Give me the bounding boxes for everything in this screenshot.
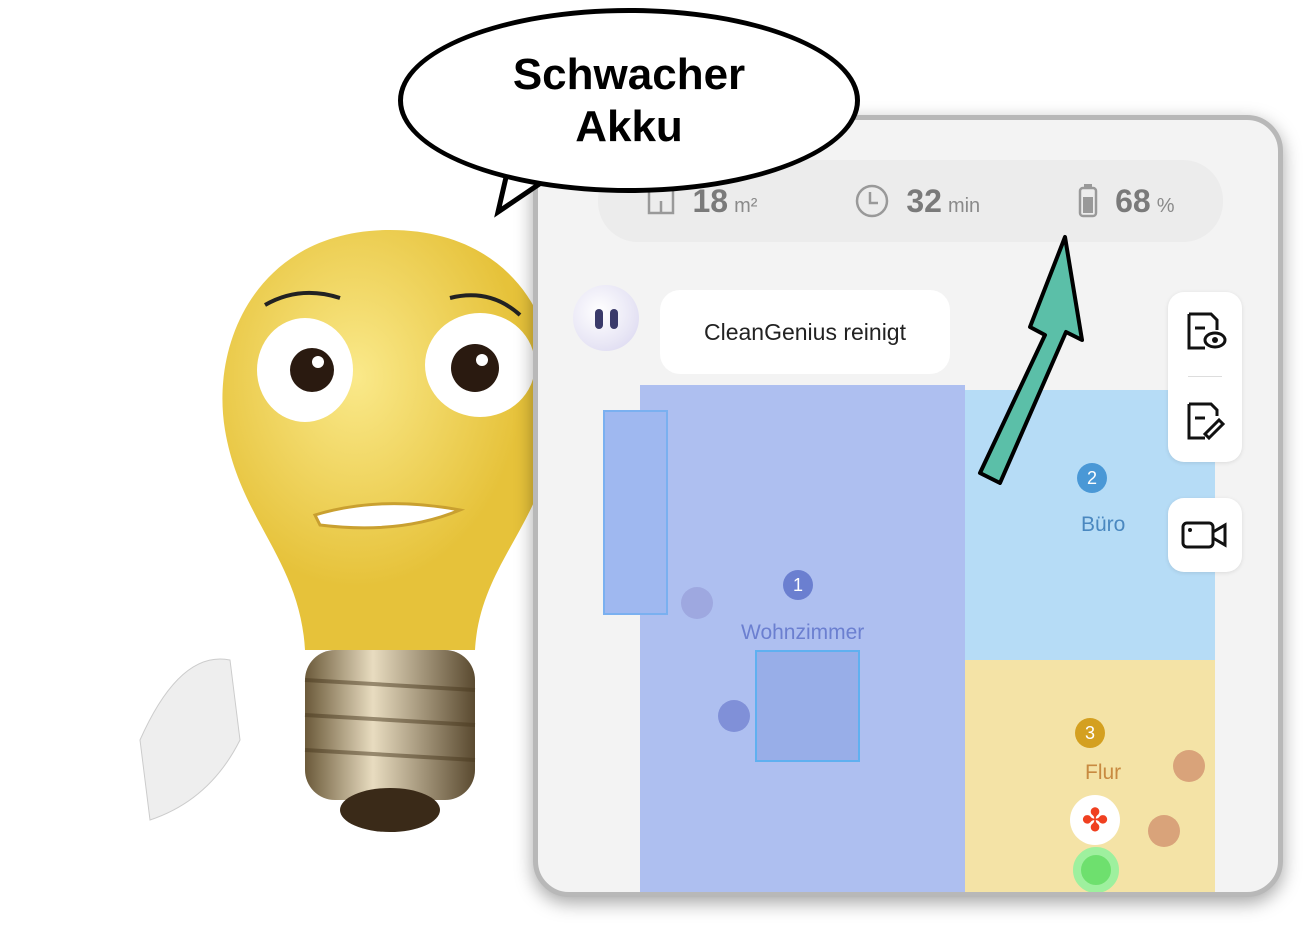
map-tools [1168,292,1242,462]
carpet-icon[interactable] [718,700,750,732]
clock-icon [856,184,889,218]
map-edit-icon[interactable] [1185,400,1227,442]
area-unit: m² [734,194,758,217]
robot-icon[interactable] [1073,847,1119,892]
speech-line-2: Akku [575,101,683,151]
time-value: 32 [906,182,942,219]
battery-value: 68 [1115,182,1151,219]
room-wohnzimmer[interactable] [640,385,965,892]
fan-icon: ✤ [1070,795,1120,845]
room-number-3: 3 [1075,718,1105,748]
selected-zone [755,650,860,762]
room-label-wohnzimmer: Wohnzimmer [741,621,865,644]
arrow-to-battery [978,235,1084,485]
no-go-cone-icon[interactable] [681,587,713,619]
assistant-message: CleanGenius reinigt [660,290,950,374]
battery-unit: % [1156,194,1175,217]
map-view-icon[interactable] [1185,310,1227,352]
room-number-2: 2 [1077,463,1107,493]
no-go-cone-icon[interactable] [1173,750,1205,782]
time-unit: min [947,194,981,217]
cleaning-map[interactable]: 1 Wohnzimmer 2 Büro 3 Flur ✤ [603,385,1215,892]
battery-icon [1078,184,1098,218]
divider [1188,376,1222,377]
room-label-buero: Büro [1081,513,1126,536]
video-camera-icon [1181,521,1227,549]
side-strip [603,410,668,615]
video-camera-button[interactable] [1168,498,1242,572]
speech-line-1: Schwacher [512,49,746,99]
stat-battery: 68% [1077,182,1175,220]
room-label-flur: Flur [1085,761,1122,784]
assistant-avatar[interactable] [573,285,639,351]
no-go-cone-icon[interactable] [1148,815,1180,847]
speech-bubble: Schwacher Akku [398,8,860,193]
room-number-1: 1 [783,570,813,600]
